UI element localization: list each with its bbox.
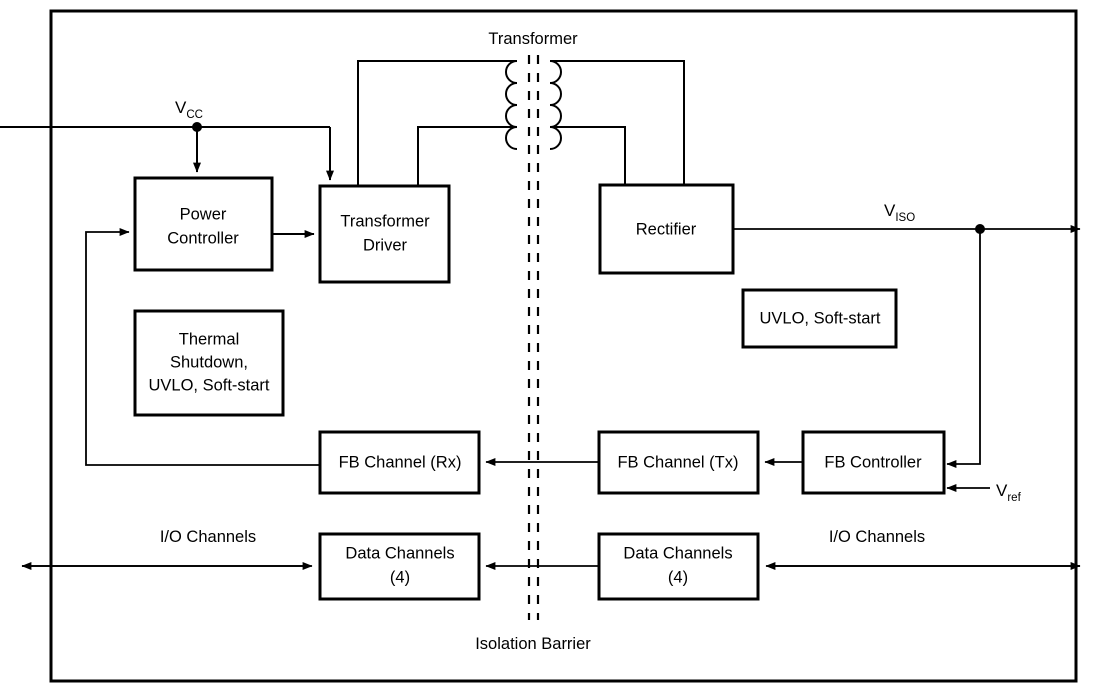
vref-label: Vref [996, 481, 1022, 504]
wire-fb-rx-to-power-controller [85, 228, 320, 466]
uvlo-soft-start-box[interactable] [741, 288, 898, 349]
io-channels-right-label: I/O Channels [829, 528, 925, 546]
thermal-shutdown-label-line3: UVLO, Soft-start [148, 376, 269, 394]
data-channels-left-box[interactable] [318, 532, 481, 601]
rectifier-label: Rectifier [636, 220, 697, 238]
block-transformer-driver[interactable]: Transformer Driver [318, 184, 451, 284]
transformer-primary-leads [357, 60, 517, 186]
transformer-driver-label-line2: Driver [363, 236, 408, 254]
io-channels-left-label: I/O Channels [160, 528, 256, 546]
fb-channel-rx-box[interactable] [318, 430, 481, 495]
block-rectifier[interactable]: Rectifier [598, 183, 735, 275]
power-controller-label-line1: Power [180, 205, 227, 223]
thermal-shutdown-label-line1: Thermal [179, 330, 240, 348]
block-uvlo-soft-start[interactable]: UVLO, Soft-start [741, 288, 898, 349]
data-channels-right-label-line2: (4) [668, 568, 688, 586]
data-channels-left-label-line2: (4) [390, 568, 410, 586]
fb-controller-box[interactable] [801, 430, 946, 495]
transformer-secondary-leads [550, 60, 685, 185]
uvlo-soft-start-label: UVLO, Soft-start [759, 309, 880, 327]
block-thermal-shutdown[interactable]: Thermal Shutdown, UVLO, Soft-start [133, 309, 285, 417]
vcc-rail [0, 122, 334, 181]
transformer-driver-label-line1: Transformer [340, 212, 430, 230]
block-fb-channel-tx[interactable]: FB Channel (Tx) [597, 430, 760, 495]
viso-label: VISO [884, 201, 915, 224]
data-channels-left-label-line1: Data Channels [345, 544, 454, 562]
block-power-controller[interactable]: Power Controller [133, 176, 274, 272]
transformer-label: Transformer [488, 30, 578, 48]
vcc-label: VCC [175, 98, 203, 121]
power-controller-box[interactable] [133, 176, 274, 272]
viso-rail [733, 224, 1081, 468]
isolation-barrier-label: Isolation Barrier [475, 635, 591, 653]
block-fb-controller[interactable]: FB Controller [801, 430, 946, 495]
fb-channel-rx-label: FB Channel (Rx) [339, 453, 462, 471]
fb-channel-tx-box[interactable] [597, 430, 760, 495]
package-outline [49, 9, 1078, 683]
power-controller-label-line2: Controller [167, 229, 239, 247]
data-channels-right-label-line1: Data Channels [623, 544, 732, 562]
transformer-driver-box[interactable] [318, 184, 451, 284]
thermal-shutdown-label-line2: Shutdown, [170, 353, 248, 371]
rectifier-box[interactable] [598, 183, 735, 275]
isolation-barrier-lines [527, 55, 540, 620]
fb-controller-label: FB Controller [824, 453, 922, 471]
fb-channel-tx-label: FB Channel (Tx) [617, 453, 738, 471]
block-data-channels-left[interactable]: Data Channels (4) [318, 532, 481, 601]
block-data-channels-right[interactable]: Data Channels (4) [597, 532, 760, 601]
block-fb-channel-rx[interactable]: FB Channel (Rx) [318, 430, 481, 495]
thermal-shutdown-box[interactable] [133, 309, 285, 417]
transformer-windings [505, 60, 562, 150]
